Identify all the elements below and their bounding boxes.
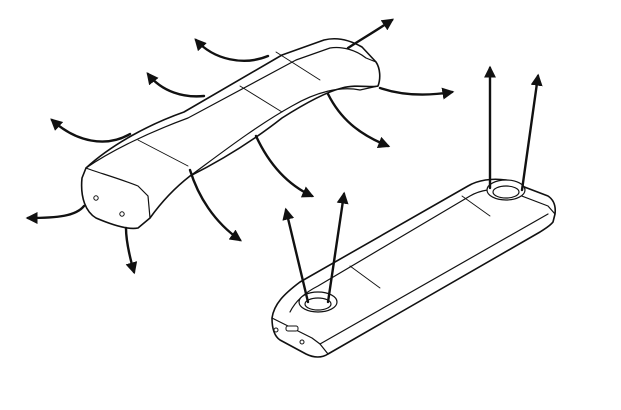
base-screw-hole-2 — [299, 339, 305, 345]
base-screw-hole-1 — [273, 327, 279, 333]
flow-arrow — [25, 204, 86, 224]
flow-arrow — [124, 226, 138, 275]
base-body — [271, 178, 557, 358]
flow-arrow — [282, 207, 310, 304]
flow-arrow — [50, 118, 132, 143]
handle-segment-line-2 — [239, 85, 283, 113]
flow-arrow — [346, 18, 394, 50]
base-segment-line-2 — [461, 195, 491, 217]
base-bottom-edge — [319, 213, 549, 345]
curved-handle-bar — [80, 37, 381, 230]
handle-end-face — [85, 167, 151, 219]
handle-screw-hole-1 — [93, 195, 99, 201]
handle-segment-line-3 — [275, 51, 321, 81]
handle-inner-arch — [189, 85, 379, 177]
handle-segment-line-1 — [137, 139, 189, 167]
flat-base-bar — [271, 178, 557, 358]
flow-arrow — [326, 191, 349, 304]
base-connector-slot — [285, 325, 299, 332]
handle-airflow-arrows — [25, 18, 455, 275]
flow-arrow — [378, 86, 455, 100]
handle-screw-hole-2 — [119, 211, 125, 217]
flow-arrow — [326, 92, 391, 149]
handle-top-face — [85, 46, 377, 169]
flow-arrow — [146, 72, 206, 98]
flow-arrow — [194, 38, 270, 62]
base-vent-hole-2-inner — [492, 185, 520, 199]
base-vent-hole-1-inner — [304, 297, 332, 311]
base-airflow-arrows — [282, 65, 543, 304]
handle-body — [80, 37, 381, 230]
flow-arrow — [520, 73, 543, 192]
flow-arrow — [254, 134, 315, 198]
base-segment-line-1 — [349, 265, 381, 289]
flow-arrow — [188, 168, 242, 242]
